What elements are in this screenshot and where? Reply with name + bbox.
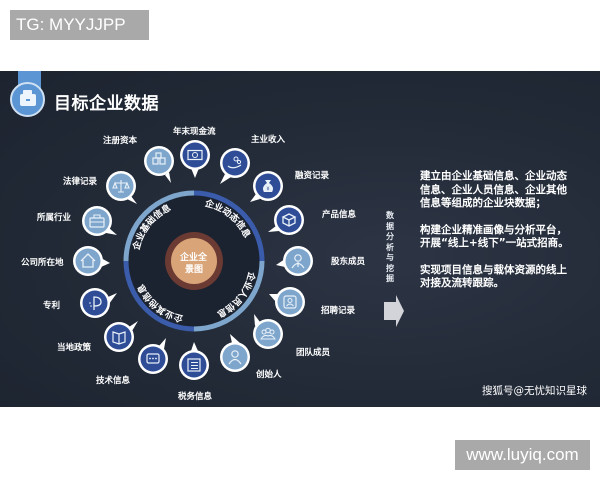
node-label-local-policy: 当地政策 <box>57 343 92 353</box>
node-label-shareholders: 股东成员 <box>331 257 366 267</box>
node-label-financing-records: 融资记录 <box>295 171 330 181</box>
briefcase-icon <box>10 82 45 117</box>
core-label-line1: 企业全 <box>180 253 208 263</box>
node-bubbles: ¥ <box>73 140 313 380</box>
description-paragraph-1: 建立由企业基础信息、企业动态信息、企业人员信息、企业其他信息等组成的企业块数据； <box>420 170 567 209</box>
node-label-patent: 专利 <box>43 301 61 311</box>
node-label-recruitment: 招聘记录 <box>321 306 356 316</box>
node-label-legal-records: 法律记录 <box>63 177 98 187</box>
node-label-industry: 所属行业 <box>37 213 72 223</box>
description-block: 建立由企业基础信息、企业动态信息、企业人员信息、企业其他信息等组成的企业块数据；… <box>420 170 570 304</box>
core-label-line2: 景图 <box>185 265 204 275</box>
page-title: 目标企业数据 <box>54 94 159 114</box>
node-label-founder: 创始人 <box>256 370 282 380</box>
arrow-label: 数据分析与挖掘 <box>386 211 394 283</box>
ring-segment-dynamic <box>193 190 265 262</box>
diagram-panel: 目标企业数据 企业基础信息 企业动态信息 企业人员信息 企业其他信息 <box>0 71 600 407</box>
ring-segment-personnel <box>193 260 265 332</box>
description-paragraph-2: 构建企业精准画像与分析平台，开展“线上+线下”一站式招商。 <box>420 223 569 250</box>
node-label-main-revenue: 主业收入 <box>251 135 286 145</box>
node-label-tax-info: 税务信息 <box>178 392 213 402</box>
node-label-team-members: 团队成员 <box>296 348 331 358</box>
watermark-top: TG: MYYJJPP <box>10 10 149 40</box>
ring-segment-other <box>123 260 195 332</box>
enterprise-data-wheel: 企业基础信息 企业动态信息 企业人员信息 企业其他信息 ¥ <box>73 140 404 380</box>
arrow-right-icon <box>384 295 404 327</box>
watermark-bottom: www.luyiq.com <box>455 440 590 470</box>
node-label-tech-info: 技术信息 <box>96 376 131 386</box>
core-circle <box>171 238 217 284</box>
ring-segment-basic <box>123 190 195 262</box>
source-credit: 搜狐号@无忧知识星球 <box>482 385 587 397</box>
node-label-year-end-cashflow: 年末现金流 <box>173 127 216 137</box>
node-label-company-location: 公司所在地 <box>21 258 64 268</box>
description-paragraph-3: 实现项目信息与载体资源的线上对接及流转跟踪。 <box>420 263 567 290</box>
svg-text:¥: ¥ <box>266 187 269 193</box>
node-label-product-info: 产品信息 <box>322 210 357 220</box>
node-label-registered-capital: 注册资本 <box>103 136 138 146</box>
